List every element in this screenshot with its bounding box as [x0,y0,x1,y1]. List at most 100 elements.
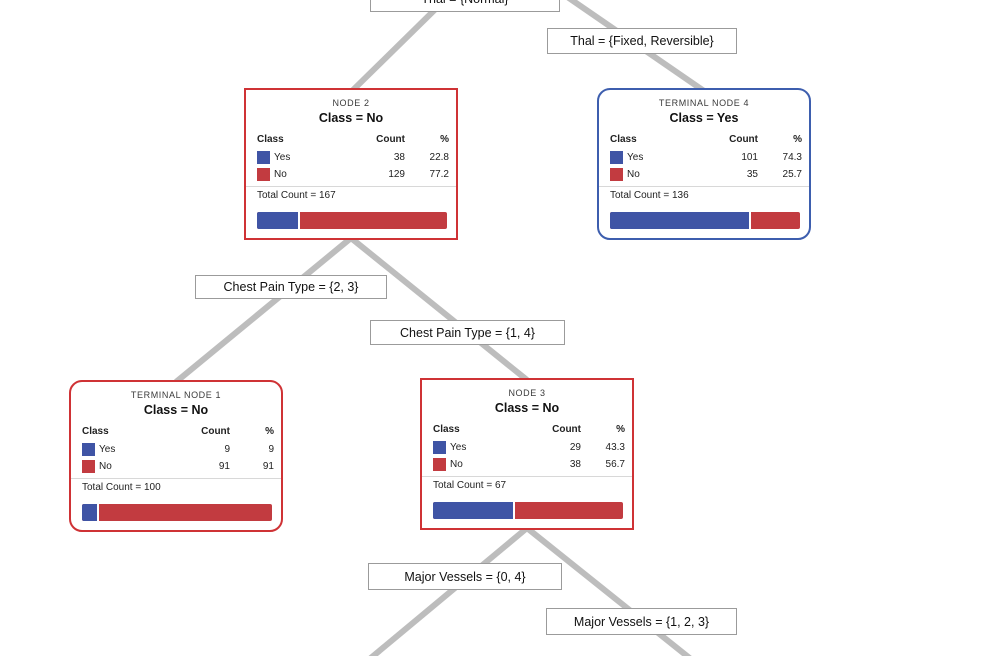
header-count: Count [201,426,230,437]
bar-yes-segment [433,502,516,519]
total-count-label: Total Count = 136 [610,190,689,201]
node-class-label: Class = No [143,403,209,417]
total-separator [246,186,456,187]
total-count-label: Total Count = 167 [257,190,336,201]
row-count: 129 [388,168,405,180]
class-table-header: Class Count % [610,134,802,145]
yes-swatch [610,150,623,164]
tree-edge-node3-left-child [368,525,529,656]
header-count: Count [376,134,405,145]
row-pct: 9 [268,443,274,455]
total-separator [599,186,809,187]
edge-label-thal-normal: Thal = {Normal} [370,0,560,12]
row-label: Yes [627,151,644,163]
class-distribution-bar [433,502,623,519]
node-2[interactable]: NODE 2 Class = No Class Count % Yes 38 2… [244,88,458,240]
node-class-label: Class = Yes [669,111,739,125]
header-count: Count [729,134,758,145]
node-class-label: Class = No [494,401,560,415]
header-count: Count [552,424,581,435]
total-count-label: Total Count = 100 [82,482,161,493]
total-separator [71,478,281,479]
edge-label-chest-pain-2-3: Chest Pain Type = {2, 3} [195,275,387,299]
tree-edge-node2-to-terminal1 [174,235,353,385]
edge-label-major-vessels-1-2-3: Major Vessels = {1, 2, 3} [546,608,737,635]
row-count: 29 [569,441,581,453]
header-class: Class [433,424,460,435]
bar-yes-segment [82,504,100,521]
header-class: Class [610,134,637,145]
node-title: NODE 3 [508,388,546,398]
class-distribution-bar [82,504,272,521]
header-pct: % [616,424,625,435]
row-pct: 77.2 [429,168,449,180]
class-table-header: Class Count % [257,134,449,145]
no-swatch [257,167,270,181]
table-row: No 91 91 [82,458,274,474]
yes-swatch [257,150,270,164]
tree-edge-node2-to-node3 [349,235,529,383]
class-table: Class Count % Yes 101 74.3 No 35 25.7 [610,134,802,182]
row-pct: 91 [262,460,274,472]
row-pct: 25.7 [782,168,802,180]
table-row: No 35 25.7 [610,166,802,182]
row-count: 91 [218,460,230,472]
class-table: Class Count % Yes 29 43.3 No 38 56.7 [433,424,625,472]
bar-yes-segment [610,212,752,229]
table-row: Yes 29 43.3 [433,439,625,455]
tree-edge-root-to-node2 [350,0,449,93]
header-pct: % [440,134,449,145]
table-row: Yes 38 22.8 [257,149,449,165]
row-label: Yes [274,151,291,163]
row-pct: 74.3 [782,151,802,163]
edge-label-major-vessels-0-4: Major Vessels = {0, 4} [368,563,562,590]
header-pct: % [793,134,802,145]
no-swatch [82,459,95,473]
header-class: Class [257,134,284,145]
terminal-node-1[interactable]: TERMINAL NODE 1 Class = No Class Count %… [69,380,283,532]
header-pct: % [265,426,274,437]
class-distribution-bar [610,212,800,229]
edge-label-chest-pain-1-4: Chest Pain Type = {1, 4} [370,320,565,345]
no-swatch [610,167,623,181]
yes-swatch [433,440,446,454]
table-row: Yes 101 74.3 [610,149,802,165]
table-row: No 129 77.2 [257,166,449,182]
edge-label-thal-fixed-reversible: Thal = {Fixed, Reversible} [547,28,737,54]
class-table-header: Class Count % [82,426,274,437]
node-class-label: Class = No [318,111,384,125]
node-title: TERMINAL NODE 4 [658,98,750,108]
row-label: No [627,168,640,180]
row-count: 35 [746,168,758,180]
row-label: No [274,168,287,180]
row-pct: 56.7 [605,458,625,470]
row-count: 9 [224,443,230,455]
no-swatch [433,457,446,471]
table-row: Yes 9 9 [82,441,274,457]
table-row: No 38 56.7 [433,456,625,472]
node-title: NODE 2 [332,98,370,108]
total-count-label: Total Count = 67 [433,480,507,491]
bar-yes-segment [257,212,301,229]
node-title: TERMINAL NODE 1 [130,390,222,400]
row-label: Yes [99,443,116,455]
terminal-node-4[interactable]: TERMINAL NODE 4 Class = Yes Class Count … [597,88,811,240]
row-pct: 22.8 [429,151,449,163]
class-table: Class Count % Yes 9 9 No 91 91 [82,426,274,474]
row-label: No [99,460,112,472]
total-separator [422,476,632,477]
class-table: Class Count % Yes 38 22.8 No 129 77.2 [257,134,449,182]
tree-edge-node3-right-child [525,525,692,656]
row-count: 38 [393,151,405,163]
node-3[interactable]: NODE 3 Class = No Class Count % Yes 29 4… [420,378,634,530]
yes-swatch [82,442,95,456]
row-count: 101 [741,151,758,163]
header-class: Class [82,426,109,437]
class-distribution-bar [257,212,447,229]
class-table-header: Class Count % [433,424,625,435]
row-count: 38 [569,458,581,470]
row-label: No [450,458,463,470]
row-pct: 43.3 [605,441,625,453]
